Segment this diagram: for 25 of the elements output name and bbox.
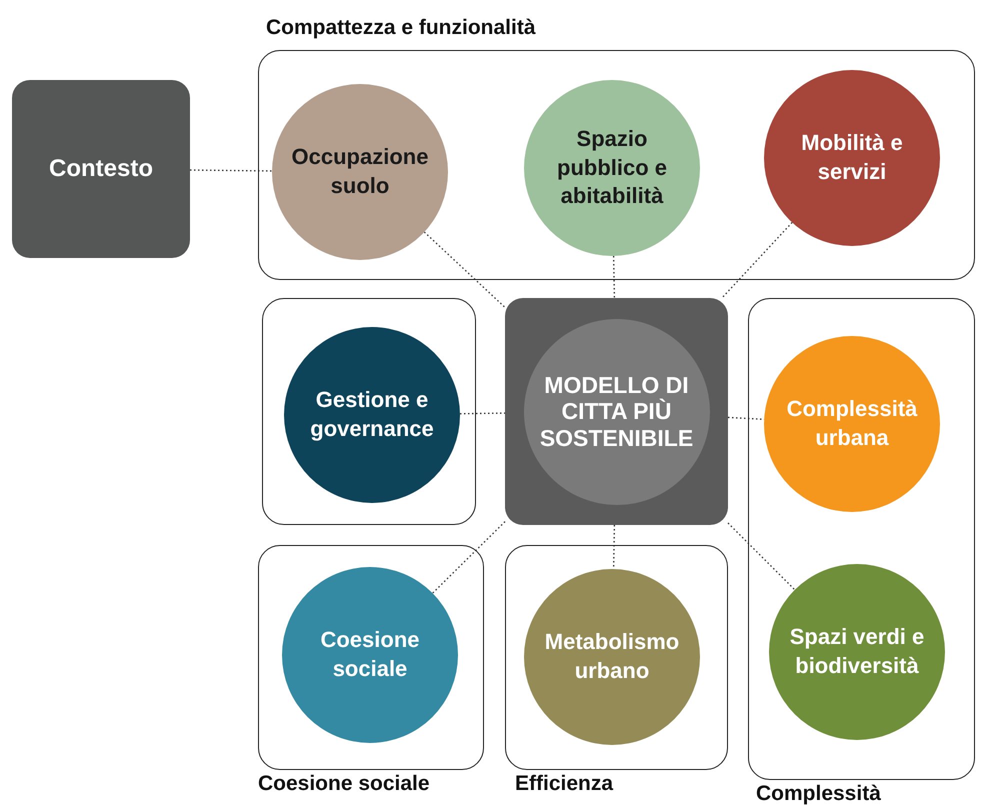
node-label: Spazio pubblico e abitabilità: [556, 125, 668, 210]
connector-line: [190, 169, 272, 172]
node-label: Mobilità e servizi: [800, 129, 904, 186]
hub-label: MODELLO DI CITTA PIÙ SOSTENIBILE: [538, 372, 694, 452]
connector-line: [460, 412, 505, 414]
connector-line: [721, 222, 793, 298]
group-heading: Compattezza e funzionalità: [266, 16, 536, 40]
group-heading: Efficienza: [515, 772, 614, 796]
node-label: Contesto: [48, 154, 154, 184]
node-label: Spazi verdi e biodiversità: [788, 623, 926, 680]
connector-line: [424, 232, 506, 308]
node-label: Occupazione suolo: [290, 143, 430, 200]
connector-line: [432, 521, 506, 594]
group-heading: Complessità: [756, 782, 881, 805]
group-heading: Coesione sociale: [258, 772, 430, 796]
context-box: [12, 80, 190, 258]
hub-box: [505, 298, 728, 525]
node-label: Coesione sociale: [319, 626, 421, 683]
connector-line: [728, 522, 796, 590]
connector-line: [728, 416, 764, 420]
node-label: Gestione e governance: [309, 386, 435, 443]
connector-line: [612, 524, 616, 570]
connector-line: [612, 256, 616, 298]
node-label: Metabolismo urbano: [544, 628, 680, 685]
node-label: Complessità urbana: [786, 395, 918, 452]
